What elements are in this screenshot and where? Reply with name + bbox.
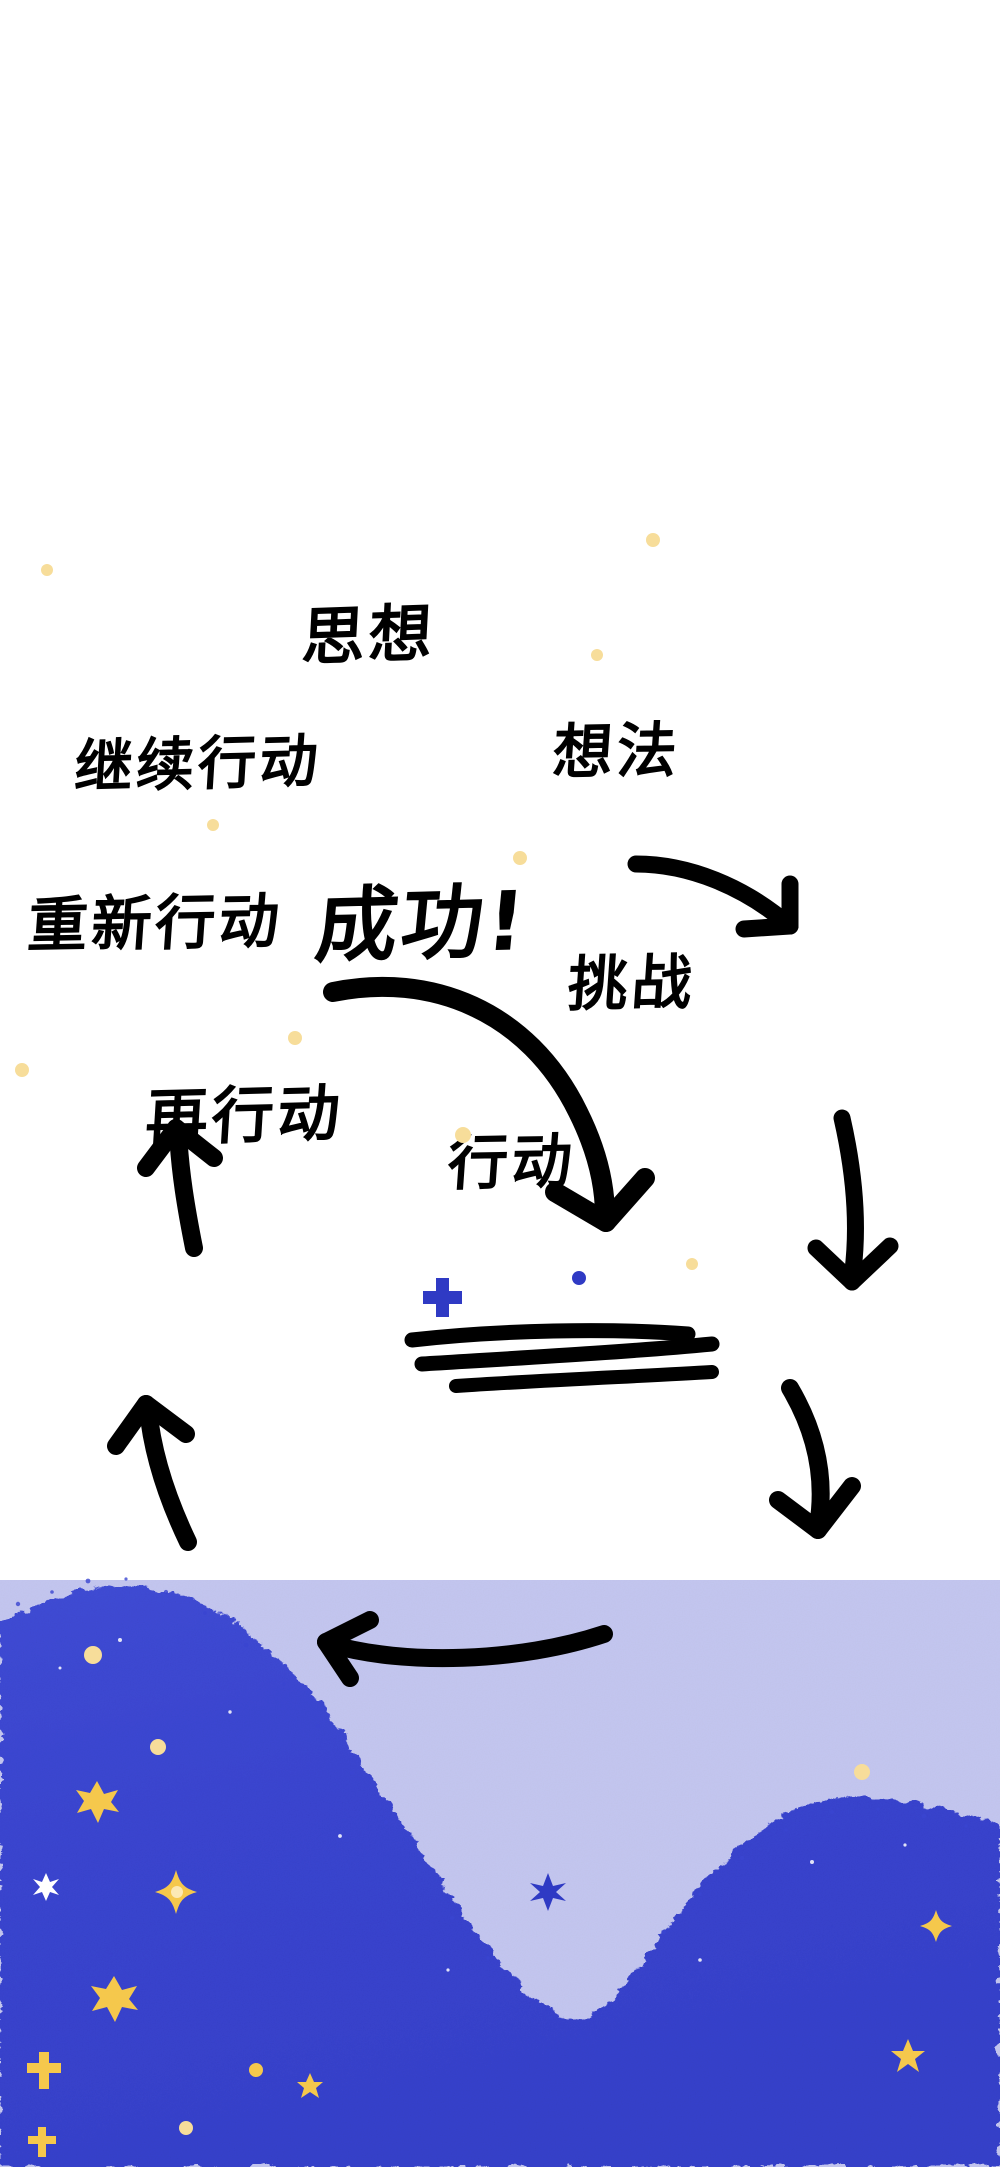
node-label-thought: 思想 (299, 596, 438, 675)
star-five-point (297, 2073, 323, 2098)
snowflake-icon (33, 1873, 59, 1901)
star-six-point (76, 1781, 119, 1823)
node-label-continue: 继续行动 (72, 726, 324, 802)
node-label-challenge: 挑战 (565, 947, 698, 1021)
node-label-again: 再行动 (143, 1076, 346, 1155)
blue-area-dots (84, 1646, 263, 2135)
node-label-idea: 想法 (550, 715, 683, 789)
arrow-thought-to-idea (627, 855, 799, 938)
node-label-restart: 重新行动 (25, 886, 286, 962)
hill-silhouette (0, 1586, 1000, 2167)
sparkle-four-point (920, 1910, 952, 1942)
arrow-again-to-restart (107, 1395, 197, 1551)
star-five-point (891, 2039, 925, 2072)
node-label-success: 成功! (311, 874, 533, 975)
node-label-action: 行动 (445, 1126, 578, 1200)
hill-grain-texture (0, 1580, 1000, 2167)
arrow-challenge-to-action (769, 1379, 861, 1539)
plus-star (27, 2052, 61, 2089)
sparkle-four-point (155, 1870, 197, 1914)
blue-mark-group (423, 1271, 586, 1911)
plus-star (28, 2127, 56, 2157)
star-six-point (91, 1976, 138, 2022)
arrow-action-to-again (317, 1611, 613, 1687)
arrow-idea-to-challenge (807, 1109, 899, 1291)
success-underline (404, 1323, 720, 1393)
yellow-dot-group (15, 533, 870, 1780)
